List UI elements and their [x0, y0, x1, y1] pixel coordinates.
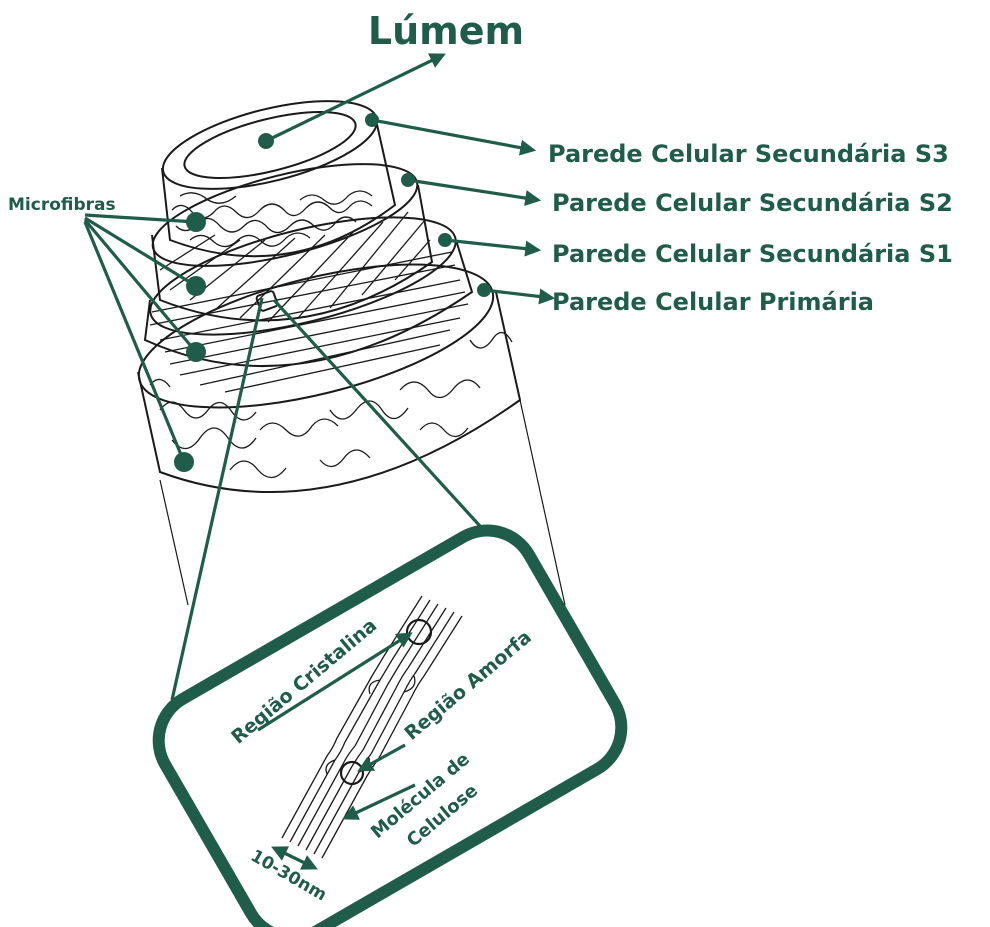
markers — [174, 113, 491, 472]
microfibril-leader-3 — [85, 220, 196, 352]
inset-panel: Região Cristalina Região Amorfa Molécula… — [141, 513, 639, 927]
s3-arrow — [372, 120, 533, 150]
s2-label: Parede Celular Secundária S2 — [552, 189, 953, 217]
primary-arrow — [484, 290, 552, 298]
microfibril-leader-4 — [85, 222, 184, 462]
microfibrils-label: Microfibras — [8, 195, 116, 215]
inset-frame — [141, 513, 639, 927]
s2-arrow — [408, 180, 538, 200]
s1-label: Parede Celular Secundária S1 — [552, 240, 953, 268]
microfibril-leader-1 — [85, 215, 196, 222]
s3-label: Parede Celular Secundária S3 — [548, 140, 949, 168]
lumen-title: Lúmem — [368, 9, 524, 53]
primary-label: Parede Celular Primária — [552, 288, 874, 316]
